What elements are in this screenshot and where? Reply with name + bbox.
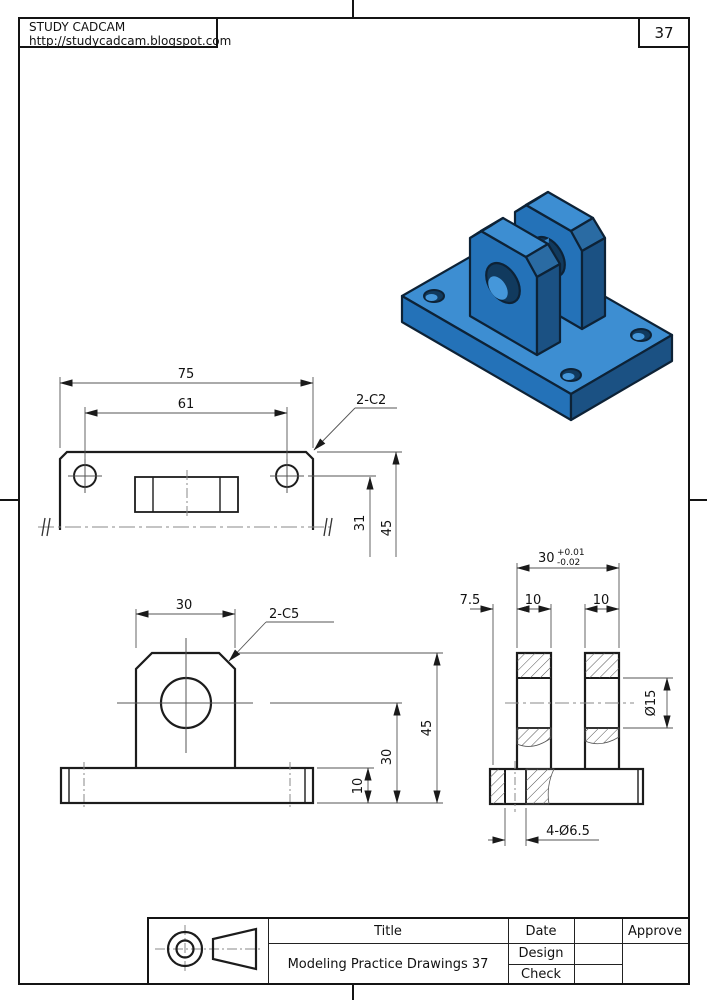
svg-text:61: 61 bbox=[178, 397, 195, 412]
dim-7p5: 7.5 bbox=[460, 593, 531, 765]
dim-45-height: 45 bbox=[239, 652, 443, 804]
approve-value-cell bbox=[622, 943, 688, 985]
company-website: http://studycadcam.blogspot.com bbox=[29, 33, 232, 48]
svg-text:4-Ø6.5: 4-Ø6.5 bbox=[546, 824, 590, 839]
design-value-cell bbox=[574, 943, 622, 964]
page-number-box: 37 bbox=[638, 17, 690, 48]
header-box: STUDY CADCAM http://studycadcam.blogspot… bbox=[18, 17, 232, 48]
title-block: Title Modeling Practice Drawings 37 Date… bbox=[147, 917, 690, 985]
svg-text:-0.02: -0.02 bbox=[557, 558, 580, 568]
projection-symbol bbox=[155, 925, 261, 973]
side-view: 30 +0.01 -0.02 7.5 10 10 bbox=[460, 548, 673, 846]
date-label-cell: Date bbox=[508, 919, 574, 943]
approve-label: Approve bbox=[627, 923, 683, 939]
chamfer-leader-2C2: 2-C2 bbox=[313, 393, 397, 451]
sheet-border bbox=[18, 17, 690, 985]
isometric-view bbox=[400, 190, 674, 422]
approve-label-cell: Approve bbox=[622, 919, 688, 943]
dim-base-holes: 4-Ø6.5 bbox=[488, 808, 599, 846]
centerline-break-ticks bbox=[41, 517, 333, 537]
svg-text:10: 10 bbox=[593, 593, 610, 608]
svg-text:30: 30 bbox=[380, 749, 395, 766]
check-label: Check bbox=[521, 967, 561, 982]
svg-text:7.5: 7.5 bbox=[460, 593, 481, 608]
dim-30-boss: 30 bbox=[135, 598, 236, 648]
title-value-cell: Modeling Practice Drawings 37 bbox=[268, 943, 508, 985]
svg-text:+0.01: +0.01 bbox=[557, 548, 585, 558]
dim-10-lug2: 10 bbox=[584, 593, 620, 648]
plate-right-face bbox=[569, 333, 674, 422]
dim-45-depth: 45 bbox=[317, 451, 402, 557]
dim-30-lug-span: 30 +0.01 -0.02 bbox=[516, 548, 620, 648]
cone-frustum bbox=[211, 927, 258, 971]
project-title: Modeling Practice Drawings 37 bbox=[287, 956, 489, 972]
check-value-cell bbox=[574, 964, 622, 985]
front-lug bbox=[468, 216, 562, 357]
plate-hole bbox=[630, 328, 652, 342]
date-label: Date bbox=[525, 923, 557, 939]
top-view: 75 61 2-C2 45 bbox=[38, 367, 402, 557]
company-name: STUDY CADCAM bbox=[29, 20, 126, 34]
svg-text:30: 30 bbox=[176, 598, 193, 613]
dim-10-base: 10 bbox=[317, 767, 374, 804]
page-number: 37 bbox=[654, 23, 674, 42]
title-label: Title bbox=[374, 923, 402, 939]
svg-text:Ø15: Ø15 bbox=[644, 690, 659, 717]
dim-75: 75 bbox=[59, 367, 314, 448]
svg-text:45: 45 bbox=[380, 520, 395, 537]
dim-bore-15: Ø15 bbox=[623, 677, 673, 729]
plate-hole bbox=[423, 289, 445, 303]
dim-30-hole-height: 30 bbox=[270, 702, 402, 804]
svg-text:30: 30 bbox=[538, 551, 555, 566]
design-label: Design bbox=[518, 946, 564, 961]
svg-text:2-C2: 2-C2 bbox=[356, 393, 386, 408]
dim-31-hole-offset: 31 bbox=[308, 475, 376, 557]
plate-hole bbox=[560, 368, 582, 382]
dim-10-lug1: 10 bbox=[516, 593, 552, 648]
check-label-cell: Check bbox=[508, 964, 574, 985]
chamfer-leader-2C5: 2-C5 bbox=[228, 607, 334, 662]
svg-text:10: 10 bbox=[525, 593, 542, 608]
svg-text:45: 45 bbox=[420, 720, 435, 737]
design-label-cell: Design bbox=[508, 943, 574, 964]
svg-text:75: 75 bbox=[178, 367, 195, 382]
date-value-cell bbox=[574, 919, 622, 943]
svg-text:31: 31 bbox=[353, 515, 368, 532]
title-label-cell: Title bbox=[268, 919, 508, 943]
dim-61: 61 bbox=[84, 397, 288, 468]
svg-text:2-C5: 2-C5 bbox=[269, 607, 299, 622]
front-view: 30 2-C5 45 30 bbox=[59, 598, 443, 809]
svg-text:10: 10 bbox=[351, 778, 366, 795]
bore-highlight bbox=[488, 276, 508, 300]
